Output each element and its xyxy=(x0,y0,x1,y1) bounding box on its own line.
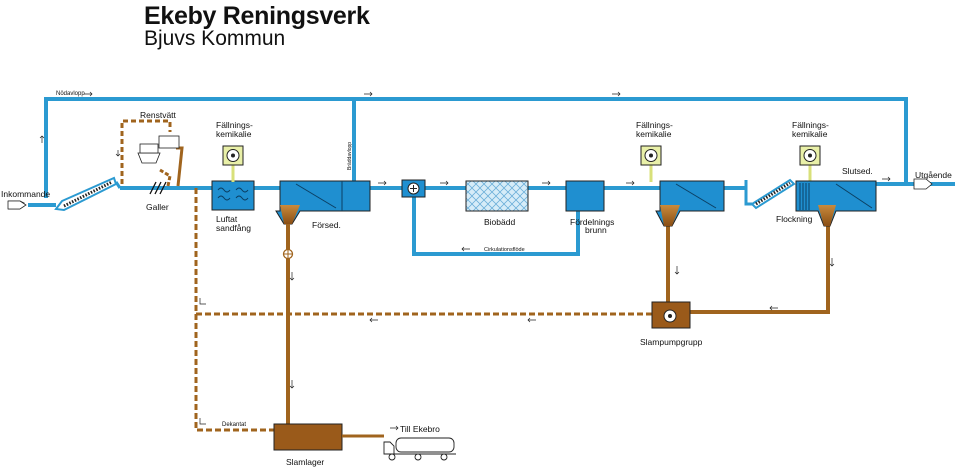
kemikalie-label-1: kemikalie xyxy=(216,129,252,139)
outflow-arrow-icon xyxy=(913,178,933,190)
flockning-label: Flockning xyxy=(776,214,813,224)
biobadd: Biobädd xyxy=(465,180,529,227)
flow-arrow-icon xyxy=(612,91,621,97)
galler: Galler xyxy=(146,181,169,212)
flow-arrow-icon xyxy=(84,91,93,97)
flow-arrow-icon xyxy=(39,135,45,143)
flow-arrow-icon xyxy=(289,272,295,281)
flow-arrow-icon xyxy=(769,305,778,311)
flow-arrow-icon xyxy=(289,380,295,389)
flow-arrow-icon xyxy=(461,246,470,252)
cirkulationsflode-label: Cirkulationsflöde xyxy=(484,247,525,253)
chemical-dosing-1: Fällnings- kemikalie xyxy=(216,120,253,182)
fordelnings-label: Fördelnings xyxy=(570,217,614,227)
nodavlopp-label: Nödavlopp xyxy=(56,91,85,97)
screen-conveyor xyxy=(54,176,122,212)
fallnings-label-3: Fällnings- xyxy=(792,120,829,130)
diagram-subtitle: Bjuvs Kommun xyxy=(144,27,286,50)
truck: Till Ekebro xyxy=(383,424,456,461)
renstvatt-unit: Renstvätt xyxy=(115,110,184,187)
slamlager-label: Slamlager xyxy=(286,457,324,467)
slampumpgrupp: Slampumpgrupp xyxy=(640,301,703,347)
fallnings-label-2: Fällnings- xyxy=(636,120,673,130)
luftat-sandfang: Luftat sandfång xyxy=(211,180,255,233)
mellansed-tank xyxy=(655,180,725,227)
flow-arrow-icon xyxy=(378,180,387,186)
fallnings-label-1: Fällnings- xyxy=(216,120,253,130)
flow-arrow-icon xyxy=(390,425,399,431)
flockning-slutsed-tank: Flockning Slutsed. xyxy=(776,166,877,227)
inflow: Inkommande xyxy=(1,189,50,210)
forsed-label: Försed. xyxy=(312,220,341,230)
inkommande-label: Inkommande xyxy=(1,189,50,199)
flow-arrow-icon xyxy=(882,176,891,182)
flow-arrow-icon xyxy=(440,180,449,186)
flow-arrow-icon xyxy=(364,91,373,97)
flow-arrow-icon xyxy=(626,180,635,186)
renstvatt-label: Renstvätt xyxy=(140,110,177,120)
kemikalie-label-2: kemikalie xyxy=(636,129,672,139)
slamlager: Slamlager xyxy=(273,423,384,467)
flow-arrow-icon xyxy=(829,258,835,267)
fordelningsbrunn: Fördelnings brunn xyxy=(565,180,614,235)
outflow: Utgående xyxy=(913,170,952,190)
lift-conveyor xyxy=(744,178,796,210)
dekantat-label: Dekantat xyxy=(222,422,246,428)
forsed-tank: Försed. xyxy=(275,180,371,230)
galler-label: Galler xyxy=(146,202,169,212)
flow-arrow-icon xyxy=(674,266,680,275)
utgaende-label: Utgående xyxy=(915,170,952,180)
sludge-lines: Dekantat xyxy=(194,186,835,432)
flow-arrow-icon xyxy=(527,317,536,323)
chemical-dosing-2: Fällnings- kemikalie xyxy=(636,120,673,182)
chemical-dosing-3: Fällnings- kemikalie xyxy=(792,120,829,182)
flow-arrow-icon xyxy=(369,317,378,323)
circulation-pump: Cirkulationsflöde xyxy=(401,179,580,256)
inflow-arrow-icon xyxy=(7,200,27,210)
emergency-bypass-pipe: Nödavlopp Bräddavlopp xyxy=(39,91,908,198)
flow-arrow-icon xyxy=(115,150,121,157)
diagram-title: Ekeby Reningsverk xyxy=(144,2,370,30)
till-ekebro-label: Till Ekebro xyxy=(400,424,440,434)
braddavlopp-label: Bräddavlopp xyxy=(347,142,353,170)
sandfang-label: sandfång xyxy=(216,223,251,233)
biobadd-label: Biobädd xyxy=(484,217,515,227)
kemikalie-label-3: kemikalie xyxy=(792,129,828,139)
slutsed-label: Slutsed. xyxy=(842,166,873,176)
slampumpgrupp-label: Slampumpgrupp xyxy=(640,337,703,347)
luftat-label: Luftat xyxy=(216,214,238,224)
brunn-label: brunn xyxy=(585,225,607,235)
flow-arrow-icon xyxy=(542,180,551,186)
